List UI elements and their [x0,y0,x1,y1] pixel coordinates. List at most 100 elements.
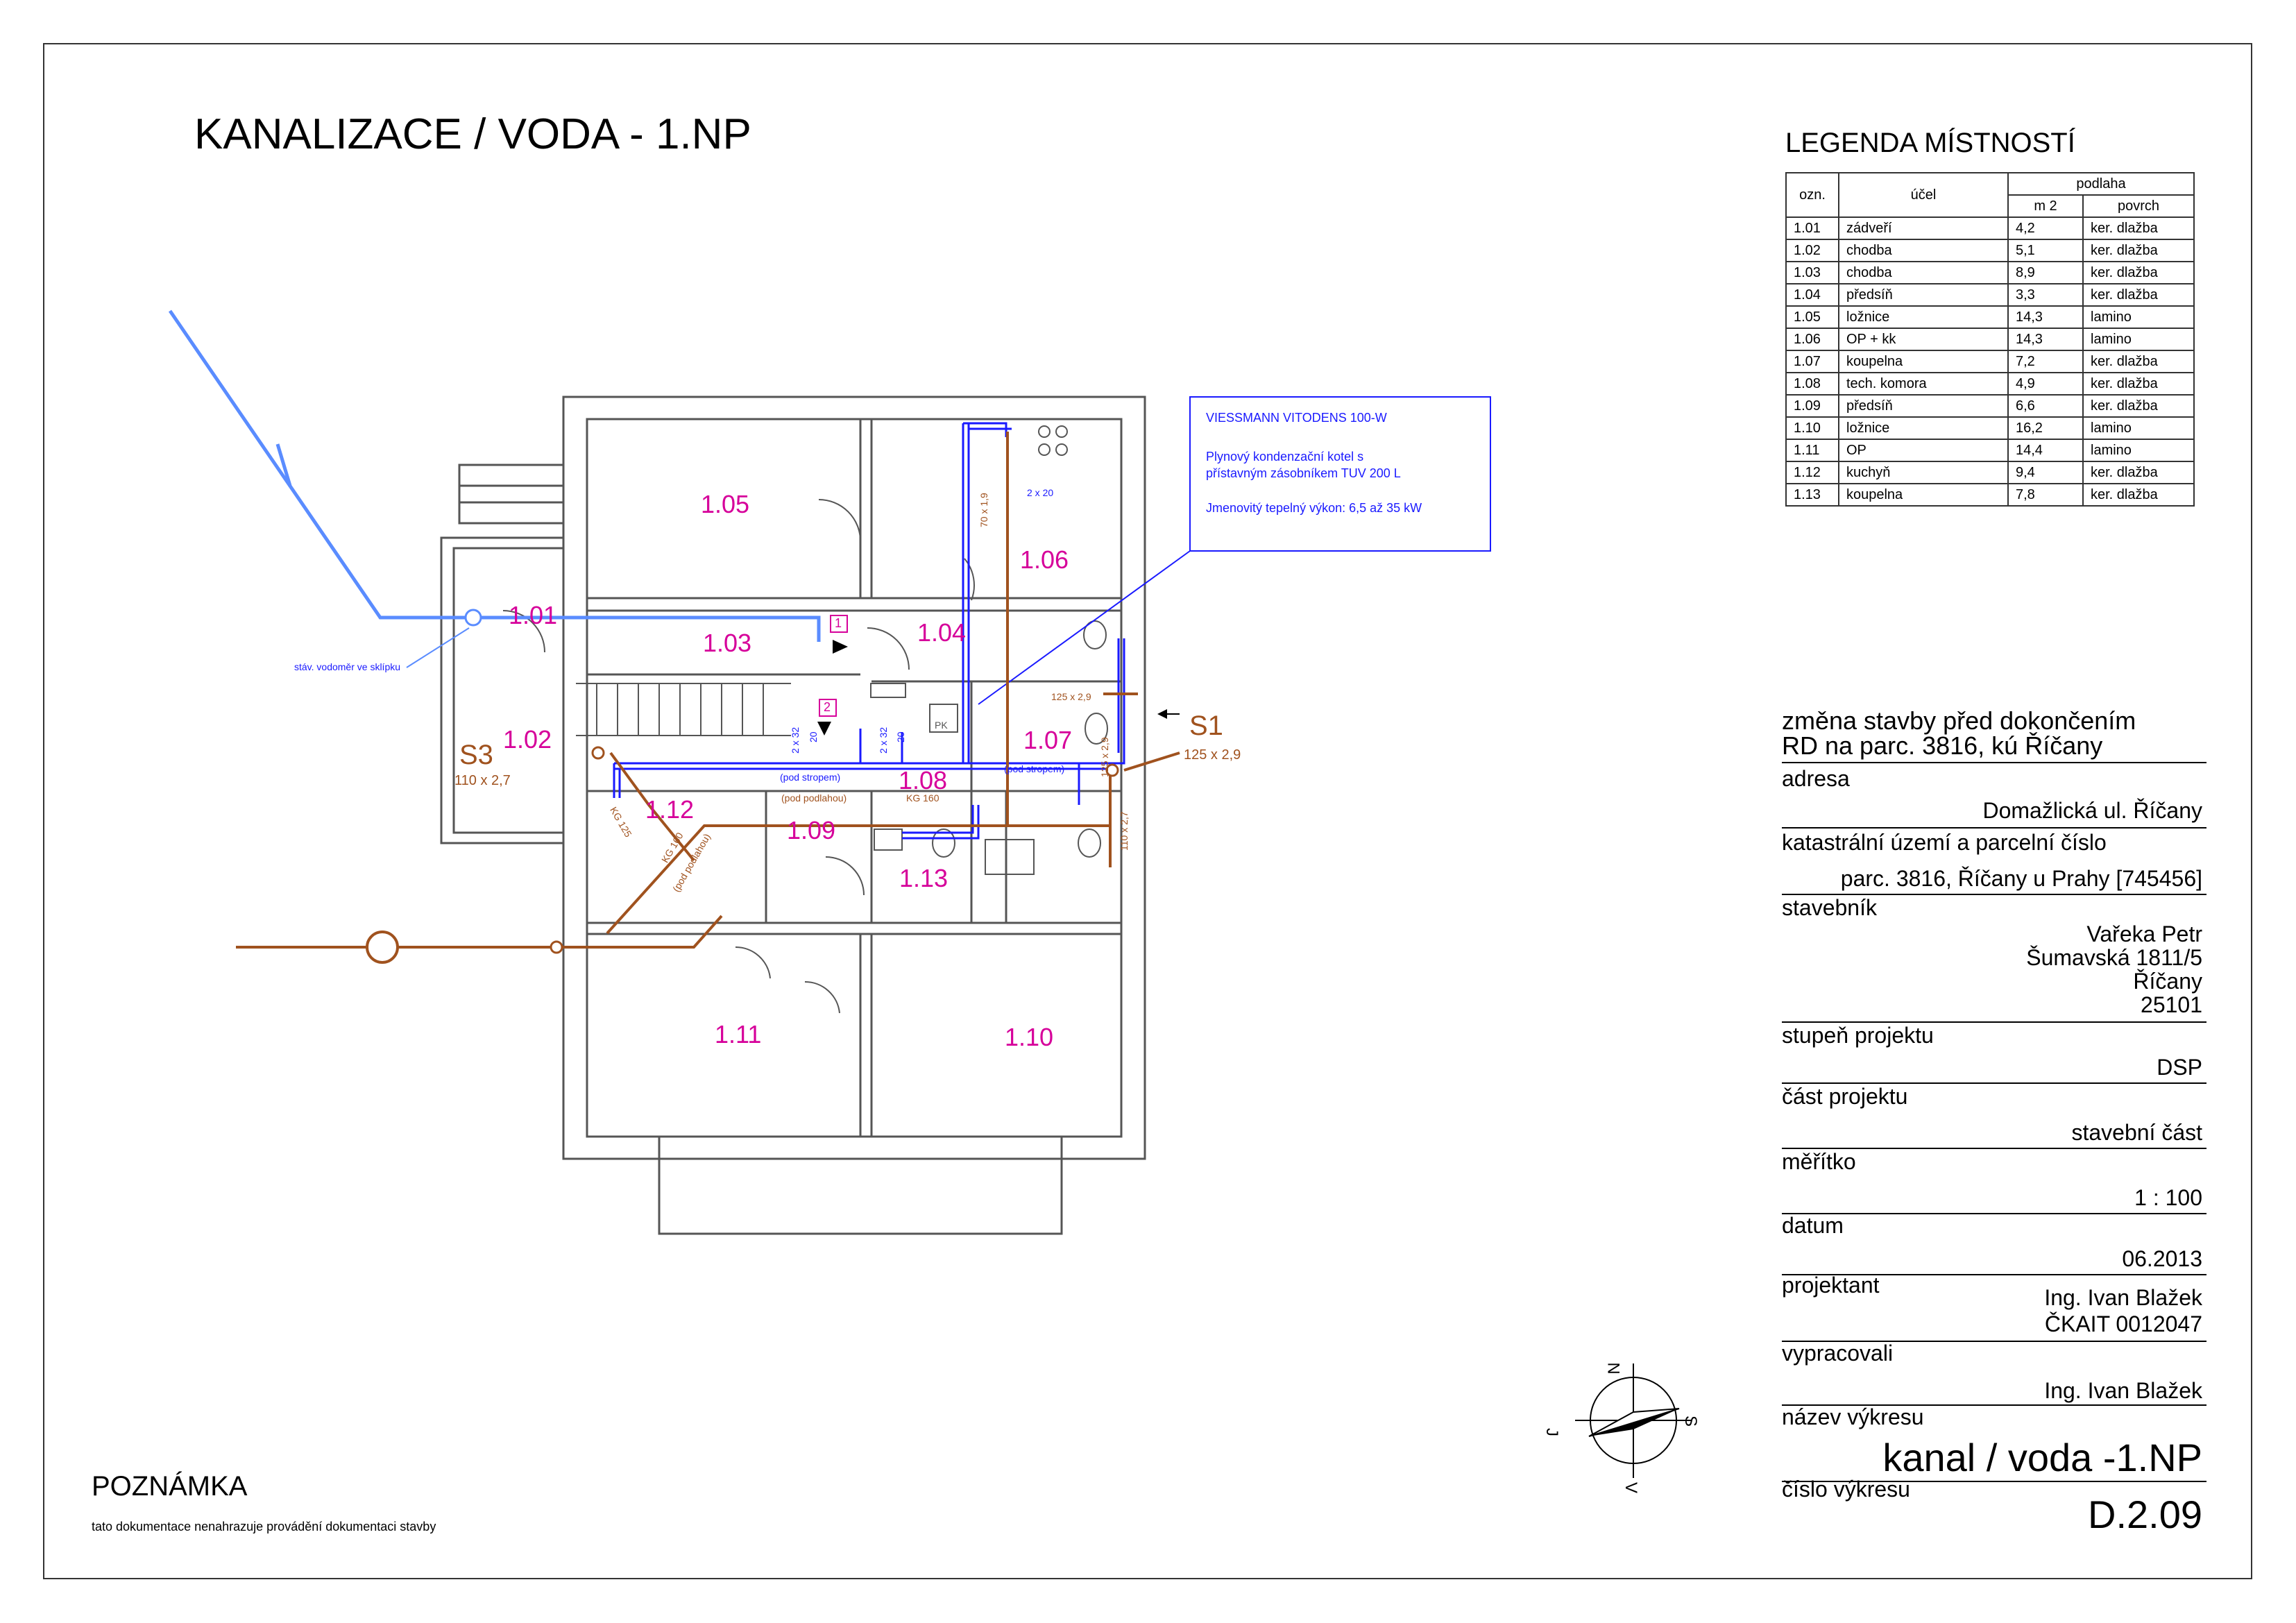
legend-cell-m2: 16,2 [2007,416,2084,440]
katastr-value: parc. 3816, Říčany u Prahy [745456] [1840,866,2202,891]
legend-cell-ozn: 1.01 [1785,216,1839,240]
legend-cell-m2: 8,9 [2007,261,2084,284]
pipe-dim-125-b: 125 x 2,9 [1099,737,1110,777]
title-block-divider [1782,1341,2206,1342]
legend-cell-m2: 3,3 [2007,283,2084,307]
stavebnik-line4: 25101 [2141,992,2202,1017]
stupen-label: stupeň projektu [1782,1023,1934,1048]
legend-cell-ucel: kuchyň [1838,461,2009,484]
legend-cell-povrch: ker. dlažba [2082,239,2195,262]
stavebnik-line1: Vařeka Petr [2086,921,2202,946]
room-label-1.12: 1.12 [645,795,695,824]
legend-cell-povrch: ker. dlažba [2082,483,2195,507]
meritko-value: 1 : 100 [2134,1185,2202,1210]
pipe-dim-2x32-a: 2 x 32 [790,726,801,754]
pipe-dim-125-a: 125 x 2,9 [1051,691,1091,702]
pipe-dim-110: 110 x 2,7 [1119,811,1130,851]
legend-cell-ucel: ložnice [1838,305,2009,329]
room-label-1.02: 1.02 [503,725,552,754]
legend-cell-ozn: 1.07 [1785,350,1839,373]
title-block-divider [1782,1274,2206,1275]
cast-value: stavební část [2071,1120,2202,1145]
room-label-1.04: 1.04 [917,618,967,647]
legend-title: LEGENDA MÍSTNOSTÍ [1785,128,2075,158]
nazev-label: název výkresu [1782,1404,1924,1429]
legend-cell-ucel: tech. komora [1838,372,2009,396]
projektant-name: Ing. Ivan Blažek [2044,1285,2202,1310]
section-mark-2: 2 [824,700,831,714]
legend-cell-povrch: lamino [2082,328,2195,351]
projektant-ckait: ČKAIT 0012047 [2044,1311,2202,1336]
title-block-divider [1782,1082,2206,1084]
boiler-note-line2: Plynový kondenzační kotel s [1206,450,1364,464]
vypracovali-value: Ing. Ivan Blažek [2044,1378,2202,1403]
pipe-dim-70: 70 x 1,9 [978,493,989,527]
title-block-divider [1782,762,2206,763]
stack-s3-label: S3 [459,740,493,770]
legend-cell-ucel: OP + kk [1838,328,2009,351]
sheet-frame [43,43,2252,1579]
stavebnik-line3: Říčany [2133,969,2202,994]
title-block-divider [1782,894,2206,895]
legend-cell-ucel: koupelna [1838,350,2009,373]
note-title: POZNÁMKA [92,1471,248,1502]
legend-cell-m2: 4,2 [2007,216,2084,240]
legend-cell-povrch: lamino [2082,305,2195,329]
title-block-divider [1782,1021,2206,1023]
stavebnik-line2: Šumavská 1811/5 [2026,945,2202,970]
legend-cell-ozn: 1.08 [1785,372,1839,396]
legend-cell-ucel: předsíň [1838,394,2009,418]
legend-cell-m2: 7,8 [2007,483,2084,507]
title-block-divider [1782,1213,2206,1214]
meritko-label: měřítko [1782,1149,1856,1174]
adresa-value: Domažlická ul. Říčany [1982,798,2202,823]
note-text: tato dokumentace nenahrazuje provádění d… [92,1520,436,1533]
pipe-note-pod-stropem-1: (pod stropem) [780,772,841,783]
legend-header-m2: m 2 [2007,194,2084,218]
legend-cell-m2: 14,3 [2007,328,2084,351]
legend-cell-ucel: chodba [1838,239,2009,262]
legend-header-ucel: účel [1838,172,2009,218]
stavebnik-label: stavebník [1782,895,1877,920]
boiler-note-line1: VIESSMANN VITODENS 100-W [1206,411,1387,425]
datum-value: 06.2013 [2122,1246,2202,1271]
legend-cell-ozn: 1.05 [1785,305,1839,329]
legend-cell-ucel: chodba [1838,261,2009,284]
room-label-1.07: 1.07 [1023,726,1073,754]
pk-label: PK [935,720,948,731]
legend-cell-m2: 6,6 [2007,394,2084,418]
legend-cell-ucel: koupelna [1838,483,2009,507]
pipe-dim-kg160-a: KG 160 [906,792,939,804]
legend-cell-m2: 9,4 [2007,461,2084,484]
legend-cell-m2: 14,4 [2007,439,2084,462]
legend-cell-ozn: 1.03 [1785,261,1839,284]
legend-cell-ozn: 1.12 [1785,461,1839,484]
boiler-note-line3: přístavným zásobníkem TUV 200 L [1206,466,1401,480]
room-label-1.06: 1.06 [1020,545,1069,574]
legend-cell-povrch: lamino [2082,416,2195,440]
room-label-1.05: 1.05 [701,490,750,518]
legend-cell-ozn: 1.10 [1785,416,1839,440]
pipe-note-pod-podlahou-1: (pod podlahou) [781,792,847,804]
legend-cell-m2: 5,1 [2007,239,2084,262]
compass-n: N [1604,1362,1623,1375]
title-block-divider [1782,1148,2206,1149]
sheet-title: KANALIZACE / VODA - 1.NP [194,110,751,158]
room-label-1.01: 1.01 [509,601,558,629]
legend-cell-ucel: OP [1838,439,2009,462]
cislo-value: D.2.09 [2088,1493,2202,1536]
room-label-1.13: 1.13 [899,864,949,892]
legend-cell-povrch: ker. dlažba [2082,461,2195,484]
pipe-dim-2x20: 2 x 20 [1027,487,1054,498]
room-label-1.11: 1.11 [715,1020,762,1048]
legend-cell-povrch: lamino [2082,439,2195,462]
